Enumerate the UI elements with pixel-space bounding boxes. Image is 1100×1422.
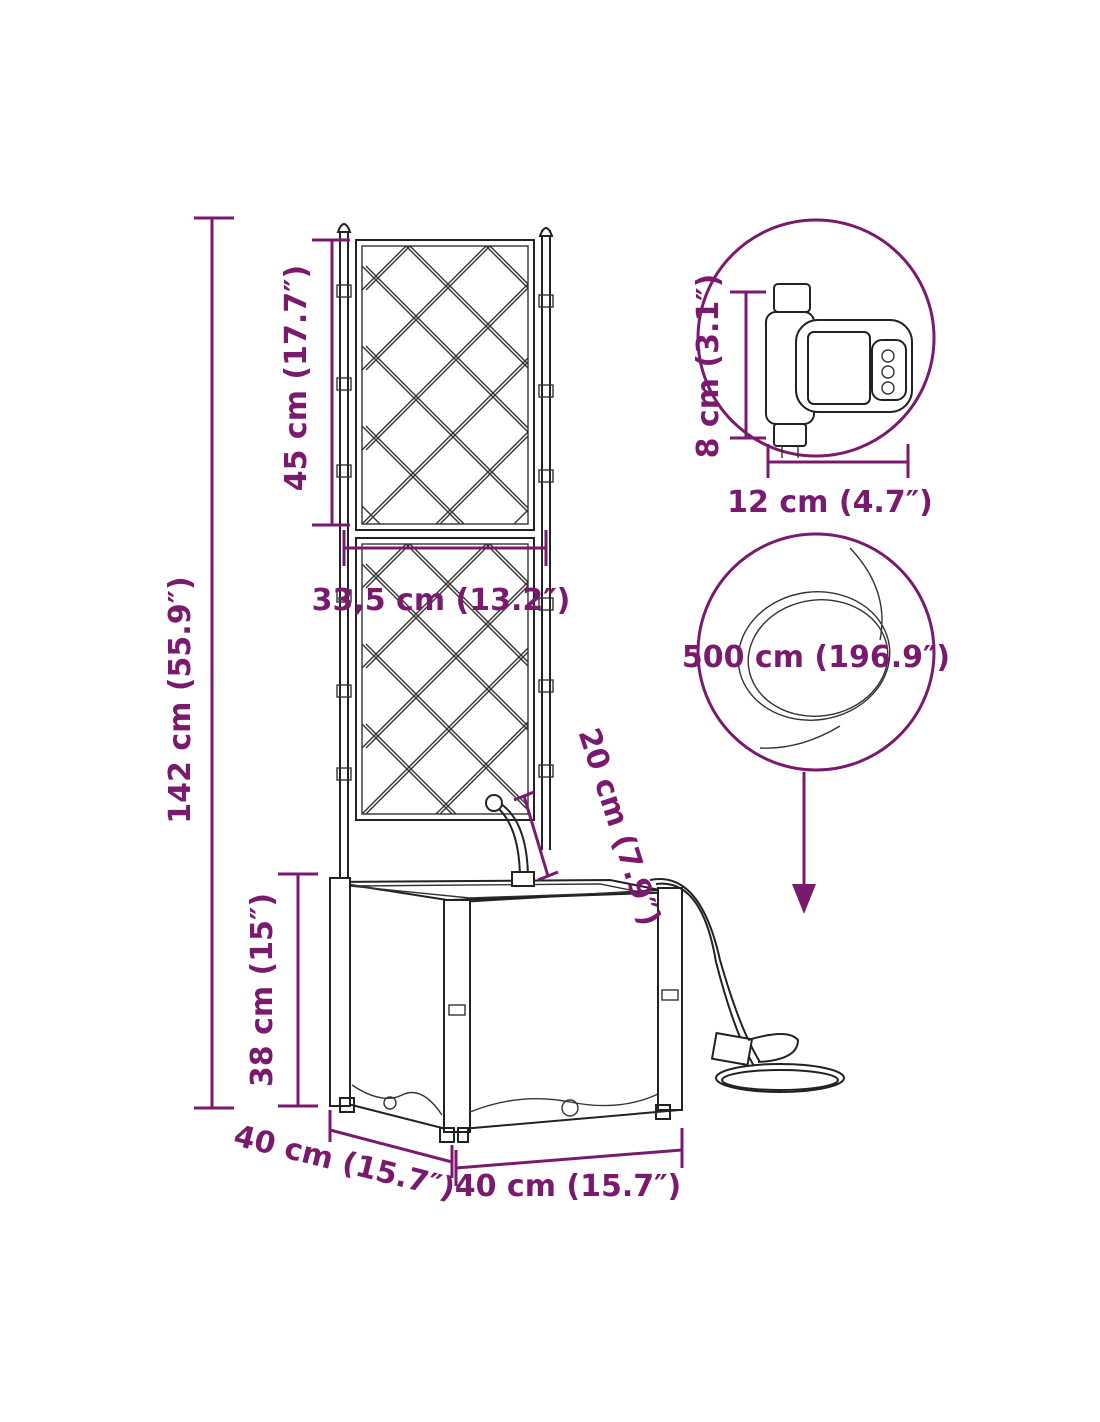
planter-width-dimension: 40 cm (15.7″) xyxy=(454,1128,684,1204)
hose-detail: 500 cm (196.9″) xyxy=(682,532,950,914)
panel-height-dimension: 45 cm (17.7″) xyxy=(279,238,350,527)
planter-depth-label: 40 cm (15.7″) xyxy=(230,1118,458,1207)
stake-length-label: 20 cm (7.9″) xyxy=(571,724,668,930)
hose-connection xyxy=(649,878,845,1093)
planter-height-dimension: 38 cm (15″) xyxy=(245,872,318,1108)
timer-width-label: 12 cm (4.7″) xyxy=(727,485,933,520)
coiled-hose-icon xyxy=(737,547,891,749)
total-height-dimension: 142 cm (55.9″) xyxy=(163,216,234,1110)
panel-height-label: 45 cm (17.7″) xyxy=(279,265,314,492)
planter-height-label: 38 cm (15″) xyxy=(245,893,280,1087)
trellis xyxy=(336,223,554,880)
trellis-width-dimension: 33,5 cm (13.2″) xyxy=(312,530,571,618)
planter-depth-dimension: 40 cm (15.7″) xyxy=(230,1110,458,1207)
trellis-width-label: 33,5 cm (13.2″) xyxy=(312,583,571,618)
stake-length-dimension: 20 cm (7.9″) xyxy=(513,724,668,930)
planter-width-label: 40 cm (15.7″) xyxy=(455,1169,682,1204)
planter-box xyxy=(329,794,683,1143)
water-timer-icon xyxy=(765,283,913,458)
total-height-label: 142 cm (55.9″) xyxy=(163,576,198,823)
timer-height-label: 8 cm (3.1″) xyxy=(691,274,726,459)
hose-length-label: 500 cm (196.9″) xyxy=(682,640,950,675)
arrow-down-icon xyxy=(792,772,816,914)
timer-detail: 8 cm (3.1″) 12 cm (4.7″) xyxy=(691,218,936,520)
